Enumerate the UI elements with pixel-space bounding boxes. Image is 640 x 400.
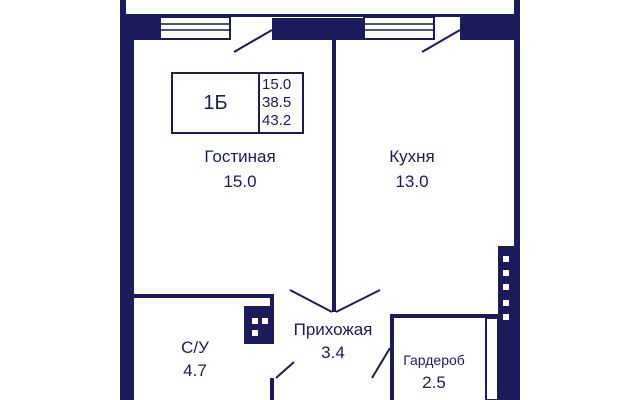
wall-right-outline	[485, 317, 499, 400]
wall-left	[120, 40, 134, 400]
wall-top-right	[514, 0, 520, 18]
area-usable: 38.5	[262, 94, 292, 111]
room-hall-area: 3.4	[321, 343, 345, 362]
wall-bottom-stub	[270, 378, 274, 400]
door-swing-hall-right	[335, 289, 381, 313]
window-living	[159, 16, 231, 40]
wall-top-middle-pier	[272, 18, 364, 40]
room-living-name: Гостиная	[204, 147, 276, 166]
room-wardrobe-name: Гардероб	[403, 352, 465, 368]
shaft-bathroom	[244, 306, 274, 344]
wall-right-lower	[498, 246, 520, 400]
window-kitchen	[363, 16, 435, 40]
room-bathroom-name: С/У	[181, 338, 209, 357]
room-bathroom-area: 4.7	[183, 361, 207, 380]
room-living-area: 15.0	[223, 172, 257, 191]
apartment-code: 1Б	[173, 74, 260, 132]
shaft-right	[503, 256, 509, 320]
room-kitchen-area: 13.0	[395, 172, 429, 191]
shaft-bathroom-detail	[252, 318, 268, 336]
room-kitchen-name: Кухня	[389, 147, 435, 166]
door-swing-bathroom	[275, 361, 295, 379]
wall-living-kitchen	[332, 40, 336, 312]
apartment-info-box: 1Б 15.0 38.5 43.2	[171, 72, 304, 134]
door-swing-living-balcony	[233, 29, 273, 53]
door-swing-kitchen-balcony	[421, 29, 461, 53]
room-hall-name: Прихожая	[293, 320, 373, 339]
wall-wardrobe-top	[390, 314, 498, 318]
wall-top-left	[120, 0, 126, 18]
apartment-areas: 15.0 38.5 43.2	[262, 76, 291, 130]
wall-top-line	[126, 14, 514, 17]
wall-top-right-pier	[460, 14, 520, 40]
door-swing-wardrobe	[371, 347, 391, 379]
wall-top-left-pier	[120, 14, 160, 40]
wall-right	[514, 40, 520, 250]
wall-wardrobe-left	[390, 314, 394, 400]
area-living: 15.0	[262, 76, 292, 93]
door-swing-hall-left	[289, 289, 333, 313]
room-wardrobe-area: 2.5	[422, 373, 446, 392]
area-total: 43.2	[262, 112, 292, 129]
wall-bathroom-top	[134, 294, 274, 298]
